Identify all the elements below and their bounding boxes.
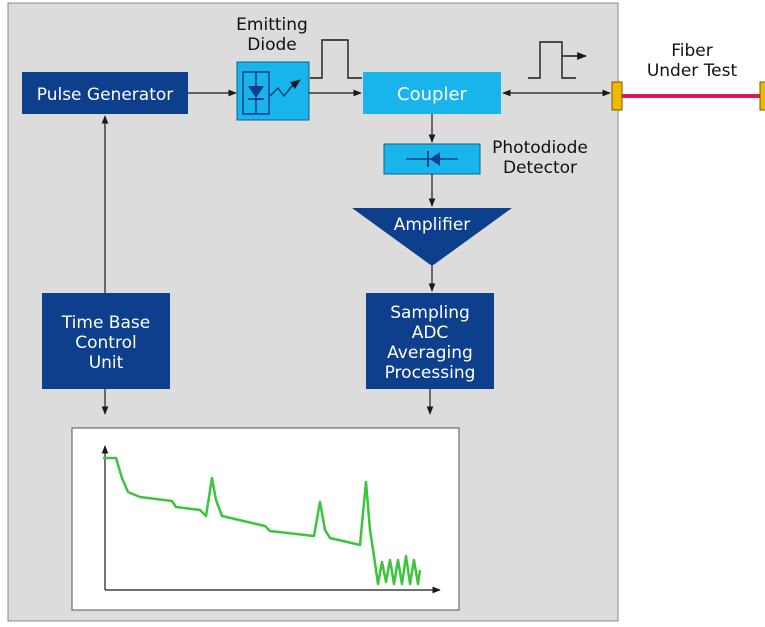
fiber-connector-near [611, 81, 623, 111]
photodiode-label-line1: Photodiode [492, 138, 588, 158]
time-base-label-line1: Time Base [61, 313, 150, 333]
otdr-trace [103, 456, 422, 586]
amplifier-block [352, 208, 512, 266]
sampling-label-line2: ADC [412, 323, 449, 343]
photodiode-label-line2: Detector [503, 158, 577, 178]
output-pulse-icon [528, 41, 576, 79]
coupler-label: Coupler [397, 84, 467, 105]
time-base-label-line2: Control [75, 333, 136, 353]
photodiode-icon [406, 151, 458, 167]
sampling-processing-block [366, 293, 494, 389]
fiber-connector-far [759, 81, 765, 111]
sampling-label-line1: Sampling [390, 303, 470, 323]
fiber-label-line2: Under Test [647, 61, 738, 81]
sampling-label-line4: Processing [385, 363, 476, 383]
sampling-label-line3: Averaging [387, 343, 473, 363]
diode-icon [242, 71, 301, 115]
time-base-control-unit-block [42, 293, 170, 389]
amplifier-label: Amplifier [394, 215, 471, 235]
coupler-block [363, 72, 501, 114]
fiber-label-line1: Fiber [671, 41, 713, 61]
pulse-generator-label: Pulse Generator [37, 85, 174, 105]
time-base-label-line3: Unit [89, 353, 124, 373]
emitting-diode-block [236, 61, 310, 121]
emitting-diode-label-line1: Emitting [236, 15, 308, 35]
emitting-diode-label-line2: Diode [247, 35, 296, 55]
pulse-generator-block [22, 72, 188, 114]
pulse-waveform-icon [310, 39, 362, 79]
